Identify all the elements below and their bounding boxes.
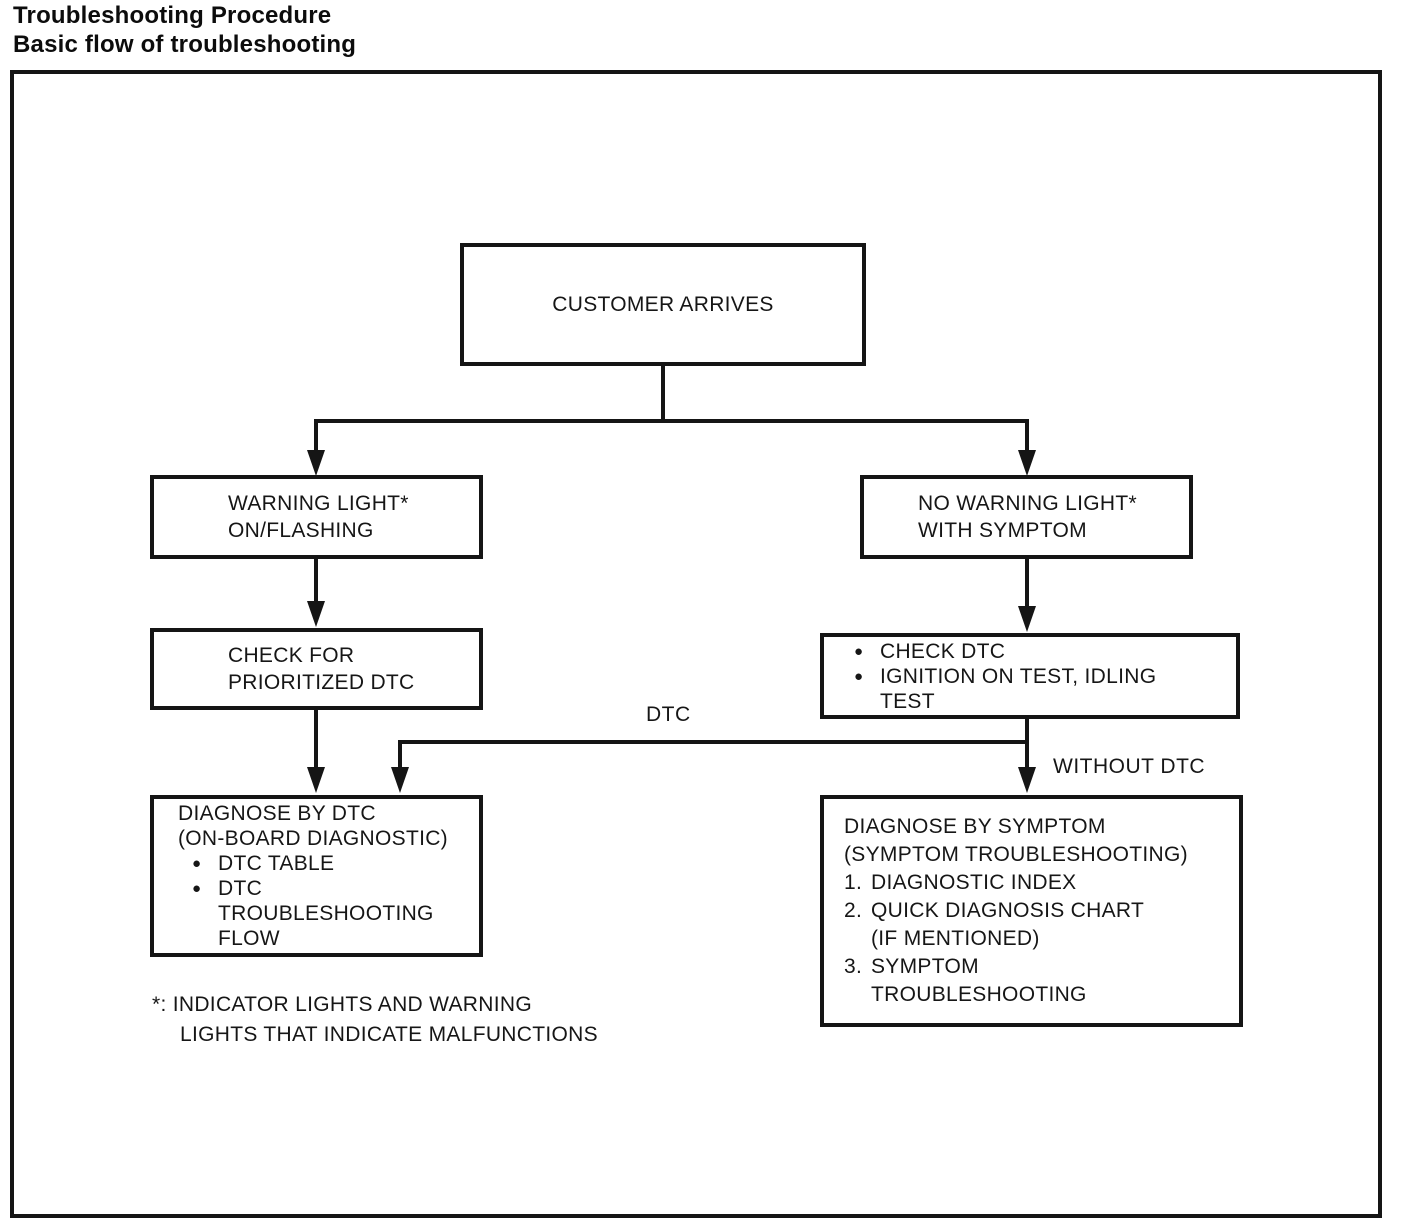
doc-title-line1: Troubleshooting Procedure: [13, 2, 332, 29]
diagnose-symptom-item-3: 3. SYMPTOM TROUBLESHOOTING: [844, 953, 1239, 1009]
connector-branch-to-no-warning-light-arrow: [1018, 419, 1036, 476]
connector-customer-to-branch: [316, 366, 1027, 423]
connector-check-to-diagnose-dtc-arrow: [307, 710, 325, 793]
diagnose-dtc-heading-line1: DIAGNOSE BY DTC: [178, 802, 376, 825]
node-warning-light: WARNING LIGHT* ON/FLASHING: [150, 475, 483, 559]
diagnose-dtc-item-2-line1: DTC: [218, 877, 263, 900]
footnote-line1: *: INDICATOR LIGHTS AND WARNING: [152, 993, 532, 1016]
node-check-prioritized-line2: PRIORITIZED DTC: [228, 671, 415, 694]
node-no-warning-light-line1: NO WARNING LIGHT*: [918, 492, 1137, 515]
node-customer-arrives-label: CUSTOMER ARRIVES: [552, 293, 774, 316]
diagnose-symptom-item-3-num: 3.: [844, 955, 863, 978]
node-check-prioritized-line1: CHECK FOR: [228, 644, 355, 667]
flowchart-frame: [10, 70, 1382, 1218]
bullet-icon: ●: [854, 642, 864, 660]
check-dtc-item-2-line2: TEST: [880, 689, 935, 713]
check-dtc-item-1-line1: CHECK DTC: [880, 639, 1006, 663]
connector-branch-to-warning-light-arrow: [307, 419, 325, 476]
diagnose-symptom-item-1: 1. DIAGNOSTIC INDEX: [844, 869, 1239, 897]
bullet-icon: ●: [192, 880, 202, 897]
node-no-warning-light: NO WARNING LIGHT* WITH SYMPTOM: [860, 475, 1193, 559]
node-diagnose-by-dtc: DIAGNOSE BY DTC (ON-BOARD DIAGNOSTIC) ● …: [150, 795, 483, 957]
node-check-prioritized-dtc: CHECK FOR PRIORITIZED DTC: [150, 628, 483, 710]
diagnose-symptom-heading-line2: (SYMPTOM TROUBLESHOOTING): [844, 843, 1188, 866]
connector-dtc-line: [391, 717, 1029, 793]
doc-title-line2: Basic flow of troubleshooting: [13, 31, 357, 58]
node-no-warning-light-line2: WITH SYMPTOM: [918, 519, 1087, 542]
check-dtc-item-1: ● CHECK DTC: [854, 639, 1236, 664]
diagnose-symptom-heading-line1: DIAGNOSE BY SYMPTOM: [844, 815, 1106, 838]
diagnose-dtc-item-2-line2: TROUBLESHOOTING: [218, 902, 434, 925]
node-warning-light-line2: ON/FLASHING: [228, 519, 374, 542]
connector-warning-to-check-arrow: [307, 557, 325, 627]
edge-label-dtc: DTC: [646, 703, 691, 726]
node-diagnose-by-symptom: DIAGNOSE BY SYMPTOM (SYMPTOM TROUBLESHOO…: [820, 795, 1243, 1027]
check-dtc-item-2: ● IGNITION ON TEST, IDLING TEST: [854, 664, 1236, 714]
diagnose-symptom-item-3-line2: TROUBLESHOOTING: [871, 983, 1087, 1006]
connector-without-dtc-arrow: [1018, 742, 1036, 793]
node-customer-arrives: CUSTOMER ARRIVES: [460, 243, 866, 366]
diagnose-symptom-item-2: 2. QUICK DIAGNOSIS CHART (IF MENTIONED): [844, 897, 1239, 953]
diagnose-symptom-item-1-num: 1.: [844, 871, 863, 894]
node-warning-light-line1: WARNING LIGHT*: [228, 492, 409, 515]
diagnose-symptom-item-2-line2: (IF MENTIONED): [871, 927, 1040, 950]
connector-no-warning-to-check-dtc-arrow: [1018, 558, 1036, 632]
node-check-dtc: ● CHECK DTC ● IGNITION ON TEST, IDLING T…: [820, 633, 1240, 719]
diagnose-dtc-item-2: ● DTC TROUBLESHOOTING FLOW: [192, 876, 479, 951]
diagnose-dtc-item-2-line3: FLOW: [218, 927, 280, 950]
diagnose-symptom-item-3-line1: SYMPTOM: [871, 955, 979, 978]
diagnose-dtc-heading-line2: (ON-BOARD DIAGNOSTIC): [178, 827, 448, 850]
check-dtc-item-2-line1: IGNITION ON TEST, IDLING: [880, 664, 1157, 688]
diagnose-symptom-item-2-num: 2.: [844, 899, 863, 922]
diagnose-dtc-item-1-line1: DTC TABLE: [218, 852, 335, 875]
diagnose-dtc-item-1: ● DTC TABLE: [192, 851, 479, 876]
footnote-line2: LIGHTS THAT INDICATE MALFUNCTIONS: [180, 1023, 598, 1046]
diagnose-symptom-item-2-line1: QUICK DIAGNOSIS CHART: [871, 899, 1145, 922]
bullet-icon: ●: [854, 667, 864, 685]
edge-label-without-dtc: WITHOUT DTC: [1053, 755, 1206, 778]
doc-title: Troubleshooting Procedure Basic flow of …: [13, 1, 356, 59]
footnote: *: INDICATOR LIGHTS AND WARNING LIGHTS T…: [152, 990, 598, 1050]
bullet-icon: ●: [192, 855, 202, 872]
diagnose-symptom-item-1-line1: DIAGNOSTIC INDEX: [871, 871, 1077, 894]
